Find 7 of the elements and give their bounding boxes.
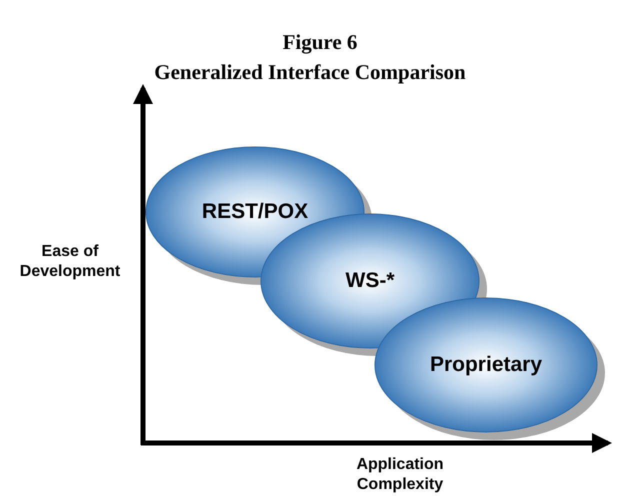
- node-label: REST/POX: [202, 200, 308, 224]
- node-label: WS-*: [346, 269, 394, 293]
- axis-label: Application Complexity: [355, 455, 445, 495]
- figure-number: Figure 6: [282, 30, 358, 55]
- axis-label: Ease of Development: [18, 242, 122, 282]
- figure-title: Generalized Interface Comparison: [153, 60, 467, 85]
- node-label: Proprietary: [430, 353, 542, 377]
